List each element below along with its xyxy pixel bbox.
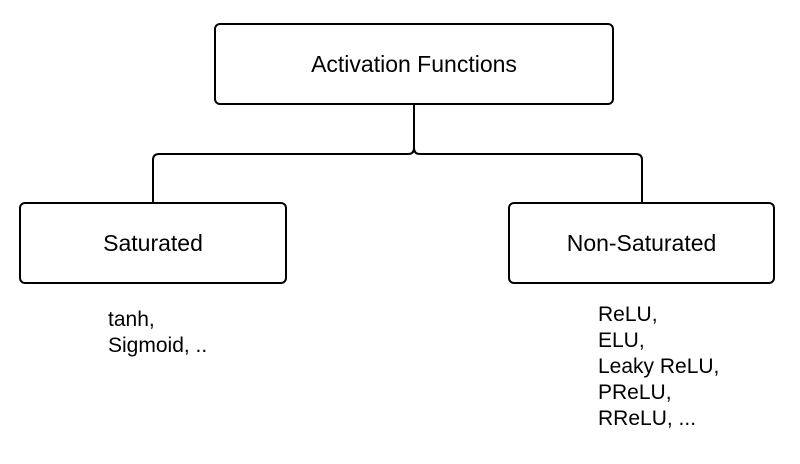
non-saturated-example-item: RReLU, ... [598, 407, 697, 430]
root-node-label: Activation Functions [311, 50, 517, 77]
non-saturated-example-item: ELU, [598, 329, 645, 352]
saturated-node-label: Saturated [103, 229, 203, 256]
connector-right-branch [413, 147, 643, 202]
non-saturated-node-label: Non-Saturated [566, 229, 717, 256]
non-saturated-example-item: PReLU, [598, 381, 672, 404]
non-saturated-example-item: Leaky ReLU, [598, 355, 720, 378]
saturated-examples-list: tanh, Sigmoid, .. [108, 307, 207, 359]
root-node: Activation Functions [214, 23, 614, 105]
non-saturated-examples-list: ReLU, ELU, Leaky ReLU, PReLU, RReLU, ... [598, 302, 719, 432]
saturated-node: Saturated [19, 202, 287, 284]
non-saturated-example-item: ReLU, [598, 303, 658, 326]
saturated-example-item: Sigmoid, .. [108, 334, 208, 357]
non-saturated-node: Non-Saturated [508, 202, 775, 284]
connector-root-stem [152, 105, 415, 202]
saturated-example-item: tanh, [108, 308, 155, 331]
